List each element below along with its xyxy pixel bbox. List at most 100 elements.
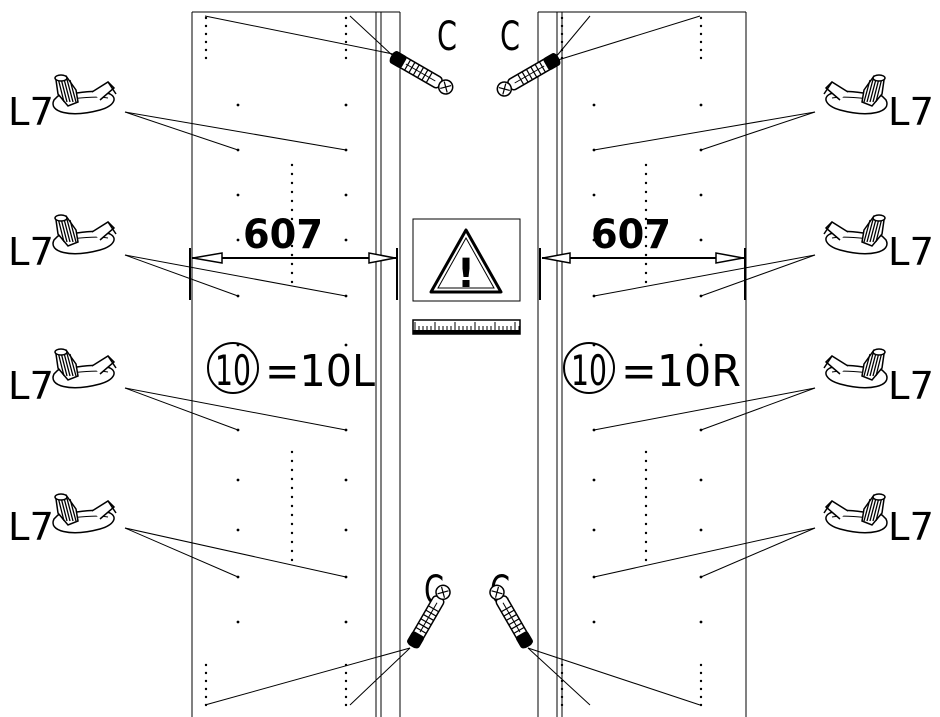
hole-dot [290, 172, 294, 176]
hole-dot [560, 695, 564, 699]
hole-dot [344, 56, 348, 60]
dowel-icon [496, 53, 561, 97]
hole-dot [344, 528, 348, 532]
hole-dot [204, 679, 208, 683]
right-panel [537, 11, 747, 717]
hole-dot [290, 450, 294, 454]
hole-dot [560, 40, 564, 44]
left-part-label: 10 =10L [207, 342, 375, 397]
hole-dot [699, 48, 703, 52]
cam-fitting-icon [52, 74, 117, 115]
hole-dot [344, 687, 348, 691]
hole-dot [644, 522, 648, 526]
cam-fitting-icon [823, 493, 888, 534]
fitting-label: L7 [888, 364, 934, 408]
hole-dot [644, 468, 648, 472]
hole-dot [290, 459, 294, 463]
dowels [389, 51, 561, 649]
hole-dot [344, 671, 348, 675]
hole-dot [560, 663, 564, 667]
hole-dot [290, 244, 294, 248]
right-panel-hole-pattern [560, 16, 703, 707]
hole-dot [699, 671, 703, 675]
hole-dot [644, 163, 648, 167]
hole-dot [204, 56, 208, 60]
dowel-labels: C C C C [424, 14, 520, 614]
hole-dot [204, 16, 208, 20]
right-panel-code: =10R [621, 346, 741, 397]
fitting-label: L7 [888, 90, 934, 134]
hole-dot [344, 40, 348, 44]
dimension-label-right: 607 [591, 212, 671, 258]
hole-dot [592, 238, 596, 242]
hole-dot [644, 549, 648, 553]
warning-icon: ! [457, 251, 475, 297]
hole-dot [644, 504, 648, 508]
leader-line [557, 15, 701, 61]
hole-dot [560, 703, 564, 707]
cam-fitting-icon [823, 74, 888, 115]
leader-line [124, 527, 347, 578]
hole-dot [344, 343, 348, 347]
hole-dot [290, 181, 294, 185]
hole-dot [699, 687, 703, 691]
dowel-label: C [500, 14, 520, 60]
hole-dot [344, 478, 348, 482]
hole-dot [290, 262, 294, 266]
hole-dot [204, 24, 208, 28]
hole-dot [204, 32, 208, 36]
left-dimension: 607 [189, 212, 398, 300]
leader-line [204, 647, 411, 706]
hole-dot [644, 459, 648, 463]
leader-line [124, 387, 239, 431]
hole-dot [644, 181, 648, 185]
cam-fitting-icon [52, 214, 117, 255]
hole-dot [236, 103, 240, 107]
hole-dot [699, 40, 703, 44]
hole-dot [344, 695, 348, 699]
hole-dot [699, 103, 703, 107]
leader-line [124, 254, 239, 297]
hole-dot [204, 663, 208, 667]
hole-dot [290, 522, 294, 526]
fitting-label: L7 [888, 505, 934, 549]
hole-dot [290, 549, 294, 553]
hole-dot [236, 528, 240, 532]
hole-dot [699, 620, 703, 624]
hole-dot [560, 24, 564, 28]
hole-dot [699, 695, 703, 699]
hole-dot [644, 540, 648, 544]
leader-lines [124, 15, 816, 706]
hole-dot [644, 226, 648, 230]
dowel-icon [489, 584, 533, 649]
hole-dot [290, 513, 294, 517]
hole-dot [236, 193, 240, 197]
leader-line [124, 111, 347, 151]
hole-dot [344, 24, 348, 28]
dowel-label: C [437, 14, 457, 60]
left-panel-hole-pattern [204, 16, 348, 707]
hole-dot [290, 163, 294, 167]
hole-dot [204, 40, 208, 44]
hole-dot [699, 343, 703, 347]
fitting-labels-right: L7 L7 L7 L7 [888, 90, 934, 549]
hole-dot [644, 558, 648, 562]
cam-fittings [52, 74, 888, 534]
hole-dot [699, 24, 703, 28]
hole-dot [560, 16, 564, 20]
hole-dot [699, 32, 703, 36]
cam-fitting-icon [823, 214, 888, 255]
hole-dot [344, 103, 348, 107]
hole-dot [699, 703, 703, 707]
right-dimension: 607 [539, 212, 746, 300]
leader-line [700, 254, 816, 297]
hole-dot [644, 271, 648, 275]
hole-dot [644, 244, 648, 248]
hole-dot [644, 208, 648, 212]
dowel-icon [407, 584, 451, 649]
dimension-label-left: 607 [243, 212, 323, 258]
hole-dot [699, 16, 703, 20]
leader-line [593, 111, 816, 151]
hole-dot [644, 477, 648, 481]
hole-dot [344, 679, 348, 683]
